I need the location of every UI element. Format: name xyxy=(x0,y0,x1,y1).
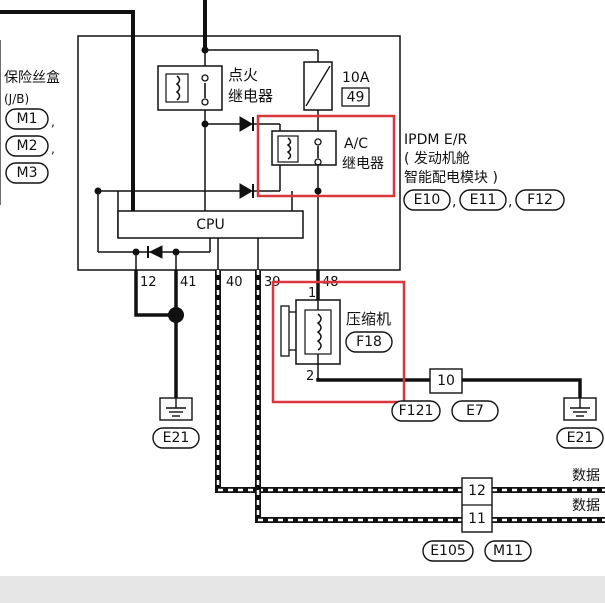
ipdm-internal-wiring xyxy=(97,49,319,270)
data-connector-pin-a: 12 xyxy=(468,483,486,499)
compressor-pin-1: 1 xyxy=(308,286,316,301)
pin-40: 40 xyxy=(226,275,243,290)
ground-left-connector: E21 xyxy=(163,430,190,446)
data-connector-oval-2 xyxy=(484,540,532,562)
ignition-relay-label-1: 点火 xyxy=(228,66,258,84)
ac-relay-highlight xyxy=(256,114,396,198)
ac-relay-label-1: A/C xyxy=(344,136,368,152)
compressor-highlight xyxy=(271,280,406,404)
junction-pin: 10 xyxy=(437,373,455,389)
ipdm-connector-e11: E11 xyxy=(470,192,497,208)
junction-connector-e7: E7 xyxy=(466,403,484,419)
ipdm-connector-row: E10 , E11 , F12 xyxy=(403,189,565,211)
ground-right-oval xyxy=(556,427,604,449)
compressor-label: 压缩机 xyxy=(346,310,391,328)
ground-wires xyxy=(134,270,582,398)
compressor-clutch-symbol xyxy=(280,299,341,378)
fuse-box-separator-1: , xyxy=(51,115,55,129)
ground-left-symbol xyxy=(159,397,193,421)
data-line-2-label: 数据 xyxy=(572,498,600,514)
data-wires xyxy=(215,270,605,523)
ipdm-desc2: 智能配电模块 ) xyxy=(404,170,498,186)
ipdm-module-outline xyxy=(77,35,401,271)
ground-right-connector: E21 xyxy=(567,430,594,446)
bottom-scroll-bar[interactable] xyxy=(0,576,605,603)
compressor-pin-2: 2 xyxy=(306,369,314,384)
pin-12: 12 xyxy=(140,275,157,290)
fuse-number-box xyxy=(341,87,370,107)
junction-dots xyxy=(94,46,322,323)
fuse-box-connector-m2: M2 xyxy=(17,138,38,154)
compressor-connector-oval xyxy=(345,331,393,353)
ground-right-symbol xyxy=(563,397,597,421)
fuse-box-subtitle: (J/B) xyxy=(4,92,29,106)
data-connector-m11: M11 xyxy=(493,543,523,559)
junction-connector-f121: F121 xyxy=(399,403,434,419)
ipdm-desc: ( 发动机舱 xyxy=(404,151,470,167)
ipdm-connector-e10: E10 xyxy=(414,192,441,208)
data-connector-oval-1 xyxy=(422,540,474,562)
ipdm-connector-f12: F12 xyxy=(527,192,553,208)
compressor-connector: F18 xyxy=(356,334,382,350)
ground-left-oval xyxy=(152,427,200,449)
ignition-relay xyxy=(157,65,223,111)
fuse-number: 49 xyxy=(347,90,365,106)
fuse-box-connectors: M1 , M2 , M3 xyxy=(5,108,55,184)
diode-arrows xyxy=(239,116,254,199)
cpu-label: CPU xyxy=(196,217,224,233)
fuse-box-separator-2: , xyxy=(51,142,55,156)
pin-41: 41 xyxy=(180,275,197,290)
fuse-rating: 10A xyxy=(342,70,370,86)
fuse-box-connector-m3: M3 xyxy=(17,165,38,181)
data-connector-pin-b: 11 xyxy=(468,511,486,527)
junction-connector-box xyxy=(429,368,463,394)
fuse-symbol xyxy=(303,61,333,111)
data-connector-e105: E105 xyxy=(430,543,466,559)
cpu-block xyxy=(117,210,304,239)
fuse-box-title: 保险丝盒 xyxy=(4,69,60,86)
ac-relay-label-2: 继电器 xyxy=(342,156,384,172)
junction-connector-oval-2 xyxy=(451,400,499,422)
fuse-box-connector-m1: M1 xyxy=(17,111,38,127)
ipdm-separator-1: , xyxy=(452,194,456,210)
top-feed-wires xyxy=(0,0,207,236)
ignition-relay-label-2: 继电器 xyxy=(228,87,273,105)
cpu-diode xyxy=(136,245,176,259)
junction-connector-oval-1 xyxy=(391,400,441,422)
data-line-1-label: 数据 xyxy=(572,468,600,484)
ipdm-separator-2: , xyxy=(508,194,512,210)
ac-relay xyxy=(271,130,337,166)
ipdm-name: IPDM E/R xyxy=(404,132,467,148)
